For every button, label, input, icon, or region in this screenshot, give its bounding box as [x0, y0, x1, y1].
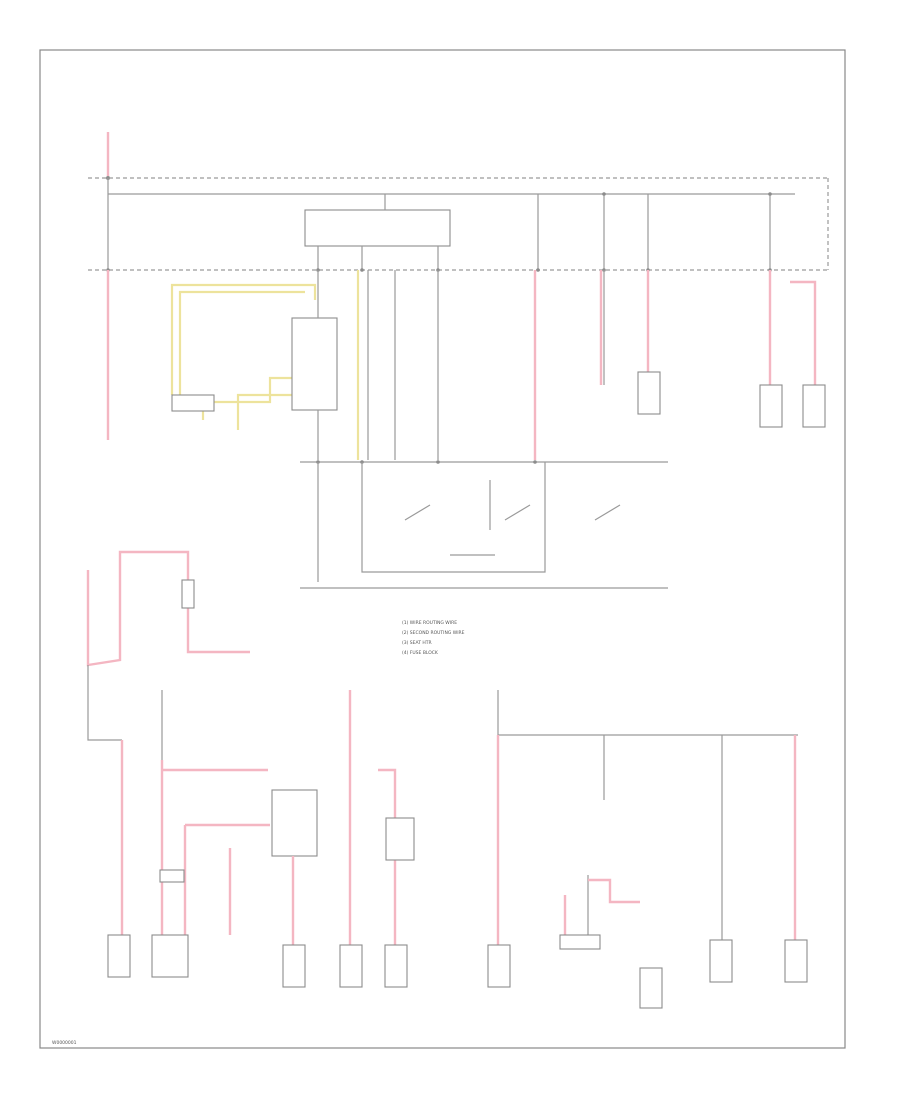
bottom-connector-1	[107, 934, 131, 978]
top-section	[88, 132, 829, 589]
diagram-frame	[39, 49, 846, 1049]
svg-text:(3) SEAT HTR: (3) SEAT HTR	[402, 640, 432, 646]
top-connector-b	[759, 384, 783, 428]
switch-module-box	[291, 317, 338, 411]
bottom-module-box	[271, 789, 318, 857]
svg-text:(4) FUSE BLOCK: (4) FUSE BLOCK	[402, 650, 439, 656]
relay-module-box	[304, 209, 451, 247]
top-connector-c	[802, 384, 826, 428]
svg-text:(2) SECOND ROUTING WIRE: (2) SECOND ROUTING WIRE	[402, 630, 465, 636]
yellow-loop-wire	[170, 283, 317, 395]
footer-reference: W0000001	[52, 1040, 77, 1046]
svg-text:(1) WIRE ROUTING WIRE: (1) WIRE ROUTING WIRE	[402, 620, 457, 626]
legend: (1) WIRE ROUTING WIRE (2) SECOND ROUTING…	[402, 620, 465, 656]
control-module-box	[171, 394, 215, 412]
lower-module-box	[559, 934, 601, 950]
bottom-feed-wire	[86, 550, 190, 667]
bottom-right-section	[487, 690, 808, 1009]
bottom-left-section	[86, 550, 415, 988]
top-connector-a	[637, 371, 661, 415]
